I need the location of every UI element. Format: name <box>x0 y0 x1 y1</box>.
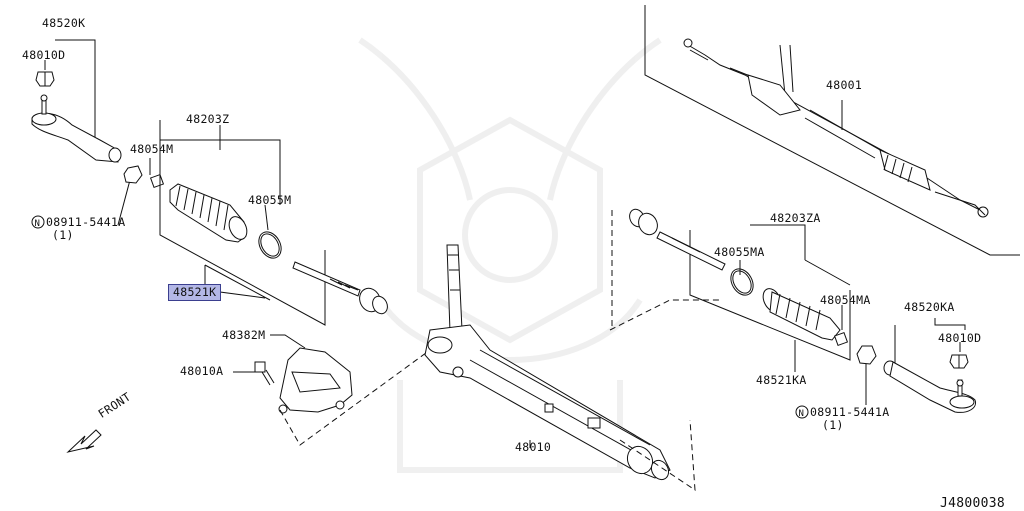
svg-text:N: N <box>799 409 804 419</box>
nut-08911-left <box>123 165 143 184</box>
label-48054m: 48054M <box>130 142 174 156</box>
inner-tie-rod-48521ka <box>629 208 726 271</box>
leader-48382m <box>270 334 306 349</box>
watermark-emblem <box>358 37 662 473</box>
leader-48520k <box>55 39 96 145</box>
label-48010d-right: 48010D <box>938 331 982 345</box>
label-48520ka: 48520KA <box>904 300 955 314</box>
steering-gear-48010 <box>424 244 671 481</box>
leader-08911-left <box>117 179 131 226</box>
n-symbol-right: N <box>795 405 809 419</box>
label-48203z: 48203Z <box>186 112 230 126</box>
bracket-48203za <box>689 224 851 361</box>
tie-rod-end-right <box>883 360 977 413</box>
label-48010a: 48010A <box>180 364 224 378</box>
bracket-48203z <box>159 120 326 326</box>
label-48054ma: 48054MA <box>820 293 871 307</box>
boot-48203z <box>169 183 248 243</box>
label-48520k: 48520K <box>42 16 86 30</box>
label-48055ma: 48055MA <box>714 245 765 259</box>
frame-48001 <box>644 5 1020 256</box>
label-48055m: 48055M <box>248 193 292 207</box>
dashed-link-cover <box>279 349 431 446</box>
cover-48382m <box>278 347 353 414</box>
nut-48010d-right <box>949 354 969 369</box>
label-48521k[interactable]: 48521K <box>168 284 222 301</box>
tie-rod-end-left <box>31 94 122 163</box>
boot-48203za <box>762 288 841 341</box>
n-symbol-left: N <box>31 215 45 229</box>
label-48382m: 48382M <box>222 328 266 342</box>
label-48010d-left: 48010D <box>22 48 66 62</box>
front-arrow <box>66 429 102 453</box>
bracket-48520ka <box>894 318 966 365</box>
label-48203za: 48203ZA <box>770 211 821 225</box>
nut-48010d-left <box>35 71 55 87</box>
band-48055ma <box>730 268 754 296</box>
label-08911-left-qty: (1) <box>52 228 74 242</box>
steering-assembly-48001 <box>683 38 989 218</box>
clamp-48054ma <box>833 331 849 347</box>
bolt-48010a <box>254 361 275 386</box>
diagram-code: J4800038 <box>940 496 1006 511</box>
svg-text:N: N <box>35 219 40 229</box>
label-08911-right-qty: (1) <box>822 418 844 432</box>
label-48521ka: 48521KA <box>756 373 807 387</box>
band-48055m <box>258 231 282 259</box>
label-48010: 48010 <box>515 440 552 454</box>
clamp-48054m <box>149 173 165 189</box>
inner-tie-rod-48521k <box>292 261 388 315</box>
label-08911-right: 08911-5441A <box>810 405 890 419</box>
leader-48055m <box>264 204 269 231</box>
label-08911-left: 08911-5441A <box>46 215 126 229</box>
nut-08911-right <box>856 345 877 365</box>
label-48001: 48001 <box>826 78 863 92</box>
